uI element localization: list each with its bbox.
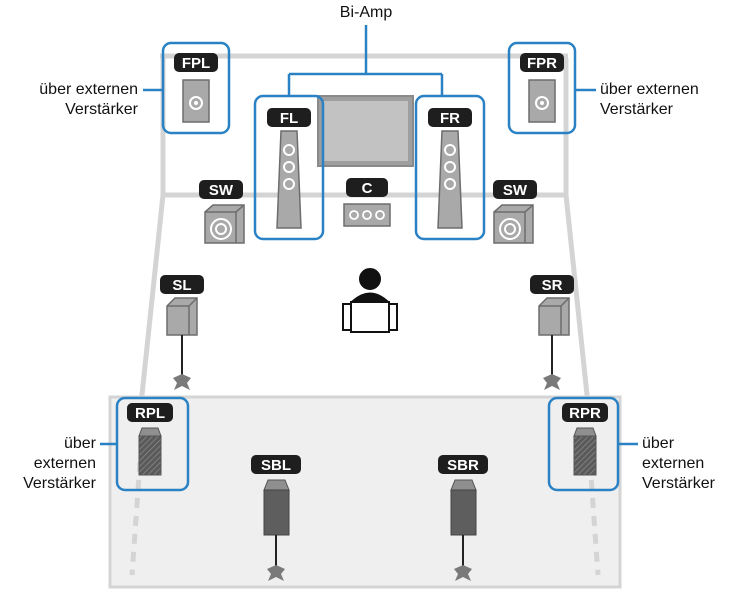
label-fr: FR — [428, 108, 472, 127]
note-top-right-line-2: Verstärker — [600, 101, 673, 118]
note-bottom-right-line-1: über — [642, 435, 675, 452]
bi-amp-connector-lines — [287, 25, 444, 96]
speaker-fl — [276, 130, 302, 229]
label-fl: FL — [267, 108, 311, 127]
label-rpr-text: RPR — [569, 405, 601, 422]
speaker-sr — [538, 297, 570, 390]
rear-wall-dashes — [129, 461, 601, 576]
speaker-sbr — [450, 479, 477, 581]
label-sw-right-text: SW — [503, 182, 528, 199]
note-top-left-line-2: Verstärker — [65, 101, 138, 118]
label-sbl-text: SBL — [261, 457, 291, 474]
label-fl-text: FL — [280, 110, 298, 127]
speaker-sbl — [263, 479, 290, 581]
note-top-right: über externen Verstärker — [600, 80, 725, 120]
speaker-center — [343, 203, 391, 227]
label-c-text: C — [362, 180, 373, 197]
label-sw-right: SW — [493, 180, 537, 199]
note-top-left-line-1: über externen — [39, 81, 138, 98]
label-fpl-text: FPL — [182, 55, 210, 72]
note-bottom-left: über externen Verstärker — [2, 434, 96, 494]
subwoofer-right — [493, 204, 534, 244]
label-sl-text: SL — [172, 277, 191, 294]
bi-amp-label: Bi-Amp — [340, 4, 393, 21]
note-bottom-left-line-3: Verstärker — [23, 475, 96, 492]
note-leader-lines — [100, 88, 638, 446]
label-fpl: FPL — [174, 53, 218, 72]
note-bottom-left-line-2: externen — [33, 455, 96, 472]
fr-highlight-frame — [414, 94, 486, 241]
label-fpr-text: FPR — [527, 55, 557, 72]
speaker-fpl — [182, 79, 210, 123]
label-sw-left-text: SW — [209, 182, 234, 199]
label-sl: SL — [160, 275, 204, 294]
label-rpl: RPL — [127, 403, 173, 422]
label-rpr: RPR — [562, 403, 608, 422]
label-sbr-text: SBR — [447, 457, 479, 474]
label-sr: SR — [530, 275, 574, 294]
label-rpl-text: RPL — [135, 405, 165, 422]
subwoofer-left — [204, 204, 245, 244]
label-fpr: FPR — [520, 53, 564, 72]
label-fr-text: FR — [440, 110, 460, 127]
rear-floor-area — [108, 395, 622, 589]
label-sr-text: SR — [542, 277, 563, 294]
highlight-frames — [115, 41, 620, 492]
label-sw-left: SW — [199, 180, 243, 199]
label-sbr: SBR — [438, 455, 488, 474]
speaker-rpr — [573, 427, 597, 476]
note-bottom-right-line-3: Verstärker — [642, 475, 715, 492]
speaker-fr — [437, 130, 463, 229]
label-sbl: SBL — [251, 455, 301, 474]
fpl-highlight-frame — [161, 41, 231, 135]
note-bottom-right-line-2: externen — [642, 455, 705, 472]
fpr-highlight-frame — [507, 41, 577, 135]
note-top-left: über externen Verstärker — [8, 80, 138, 120]
speaker-fpr — [528, 79, 556, 123]
note-bottom-left-line-1: über — [63, 435, 96, 452]
note-bottom-right: über externen Verstärker — [642, 434, 728, 494]
label-c: C — [346, 178, 388, 197]
listener-icon — [342, 268, 398, 333]
fl-highlight-frame — [253, 94, 325, 241]
note-top-right-line-1: über externen — [600, 81, 699, 98]
speaker-rpl — [138, 427, 162, 476]
tv-screen — [317, 95, 414, 167]
speaker-sl — [166, 297, 198, 390]
